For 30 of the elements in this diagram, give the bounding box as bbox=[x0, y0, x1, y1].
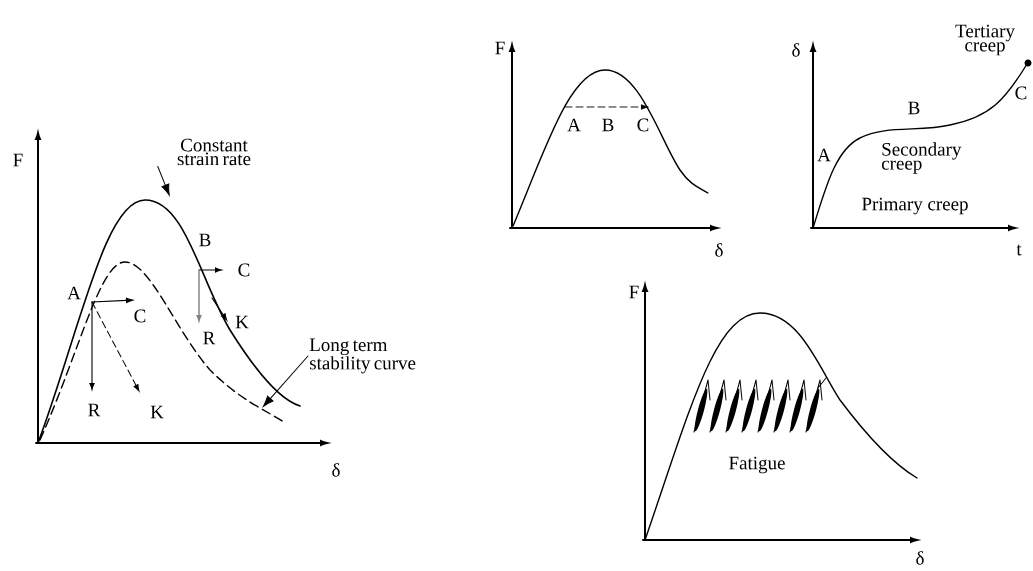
axis-label: Tertiary creep bbox=[955, 24, 1015, 56]
axis-label: δ bbox=[715, 243, 723, 257]
axis-label: δ bbox=[332, 463, 340, 477]
axis-label: F bbox=[629, 285, 639, 299]
annotation-text: Constant strain rate bbox=[177, 138, 251, 166]
axis-label: C bbox=[637, 118, 649, 132]
axis-label: A bbox=[567, 118, 581, 132]
axis-label: C bbox=[1015, 86, 1027, 100]
axis-label: Secondary creep bbox=[881, 142, 962, 174]
axis-label: C bbox=[238, 263, 250, 277]
axis-label: R bbox=[88, 403, 101, 417]
axis-label: B bbox=[199, 233, 211, 247]
axis-label: R bbox=[203, 331, 216, 345]
axis-label: B bbox=[602, 118, 614, 132]
axis-label: B bbox=[908, 101, 920, 115]
axis-label: F bbox=[13, 153, 23, 167]
axis-label: A bbox=[67, 286, 81, 300]
axis-label: K bbox=[235, 315, 249, 329]
axis-label: A bbox=[817, 148, 831, 162]
axis-label: C bbox=[134, 309, 146, 323]
axis-label: F bbox=[495, 41, 505, 55]
leader-line bbox=[263, 355, 309, 407]
annotation-text: Long term stability curve bbox=[309, 338, 416, 374]
axis-label: Primary creep bbox=[862, 197, 968, 215]
axis-label: δ bbox=[792, 43, 800, 57]
leader-line bbox=[157, 165, 170, 196]
axis-label: K bbox=[150, 405, 164, 419]
axis-label: t bbox=[1016, 244, 1022, 256]
axis-label: Fatigue bbox=[729, 456, 785, 474]
axis-label: δ bbox=[916, 551, 924, 565]
